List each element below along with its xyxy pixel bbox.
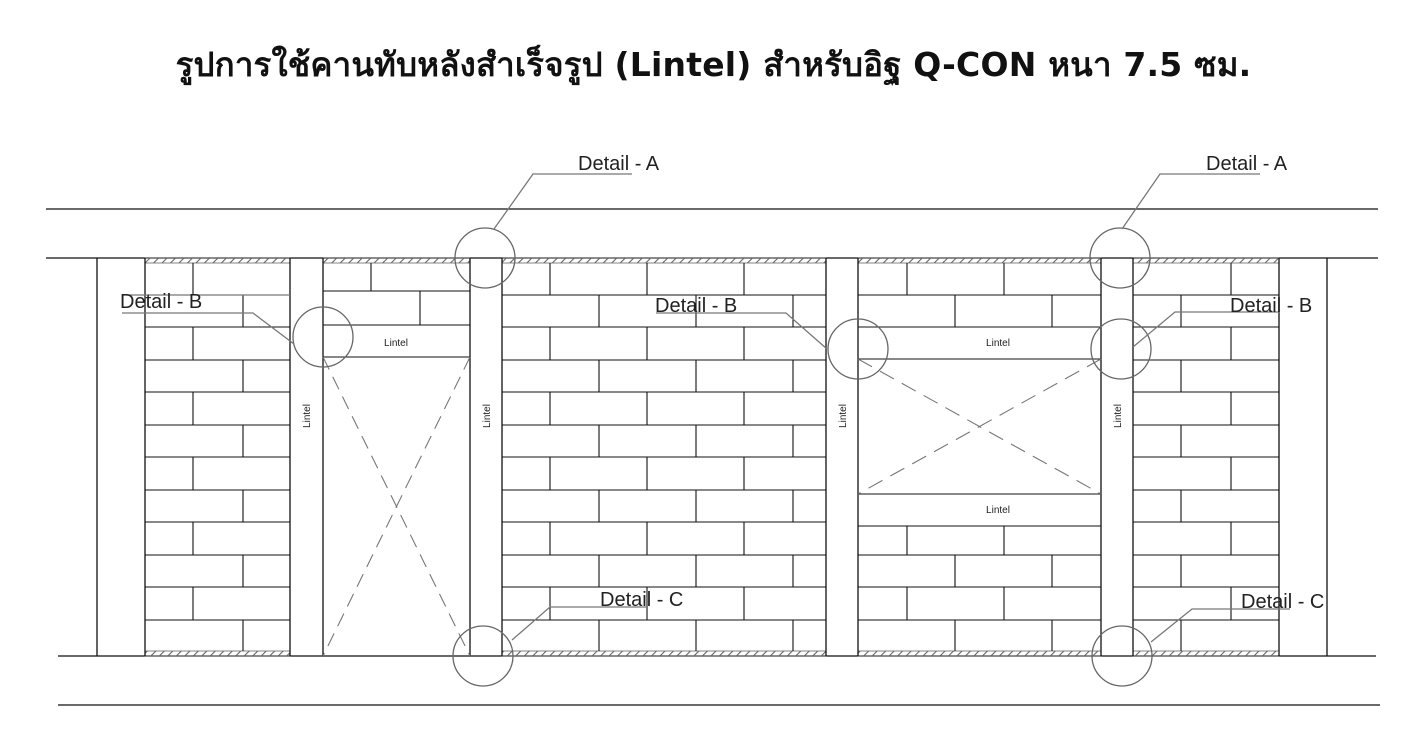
brick-wall-left [145, 263, 290, 651]
detail-c-label-1: Detail - C [600, 589, 683, 611]
detail-a-circle-1[interactable] [454, 227, 516, 289]
lintel-label-opening-2-top: Lintel [986, 338, 1010, 349]
detail-a-circle-2[interactable] [1089, 227, 1151, 289]
detail-a-label-2: Detail - A [1206, 153, 1288, 175]
detail-c-label-2: Detail - C [1241, 591, 1324, 613]
detail-b-label-3: Detail - B [1230, 295, 1312, 317]
detail-a-label-1: Detail - A [578, 153, 660, 175]
lintel-label-pier-3: Lintel [838, 404, 849, 428]
opening-1-cross [322, 356, 471, 657]
brick-wall-right [1133, 263, 1279, 651]
lintel-label-pier-2: Lintel [482, 404, 493, 428]
page-title: รูปการใช้คานทับหลังสำเร็จรูป (Lintel) สำ… [175, 45, 1252, 84]
detail-b-label-1: Detail - B [120, 291, 202, 313]
brick-wall-middle [502, 263, 826, 651]
callout-leader-lines [122, 173, 1290, 643]
detail-b-circle-2[interactable] [827, 318, 889, 380]
detail-b-label-2: Detail - B [655, 295, 737, 317]
lintel-label-pier-4: Lintel [1113, 404, 1124, 428]
detail-circles [292, 227, 1153, 687]
detail-b-circle-1[interactable] [292, 306, 354, 368]
opening-2-cross [857, 358, 1102, 495]
lintel-label-pier-1: Lintel [302, 404, 313, 428]
detail-c-circle-2[interactable] [1091, 625, 1153, 687]
brick-over-opening-1 [323, 263, 470, 358]
lintel-label-opening-2-bottom: Lintel [986, 505, 1010, 516]
lintel-label-opening-1-top: Lintel [384, 338, 408, 349]
detail-c-circle-1[interactable] [452, 625, 514, 687]
brick-around-opening-2 [858, 263, 1101, 651]
detail-b-circle-3[interactable] [1090, 318, 1152, 380]
